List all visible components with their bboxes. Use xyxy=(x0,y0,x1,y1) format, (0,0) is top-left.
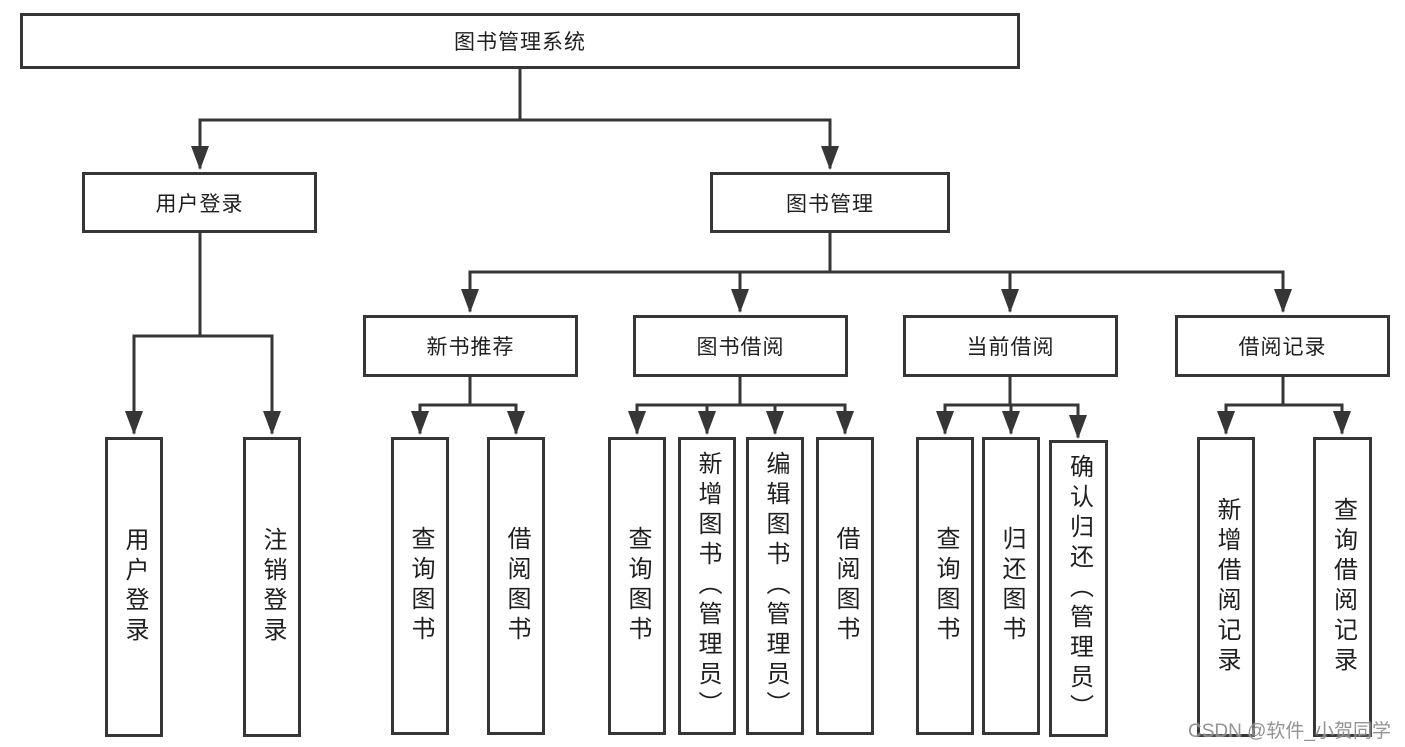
leaf-label: 查询借阅记录 xyxy=(1329,497,1357,677)
leaf-label: 借阅图书 xyxy=(503,526,530,646)
leaf-current-confirm-return-admin: 确认归还（管理员） xyxy=(1049,440,1108,737)
leaf-user-login: 用户登录 xyxy=(105,437,163,737)
leaf-records-add-borrow-record: 新增借阅记录 xyxy=(1197,437,1255,737)
node-new-book-recommendation: 新书推荐 xyxy=(363,315,578,377)
node-book-borrowing: 图书借阅 xyxy=(633,315,848,377)
node-borrowing-records: 借阅记录 xyxy=(1175,315,1390,377)
leaf-label: 新增借阅记录 xyxy=(1213,497,1240,677)
node-library-management-system: 图书管理系统 xyxy=(20,13,1020,69)
node-user-login: 用户登录 xyxy=(82,172,317,233)
leaf-borrow-add-books-admin: 新增图书（管理员） xyxy=(678,437,736,735)
leaf-borrow-edit-books-admin: 编辑图书（管理员） xyxy=(746,437,804,735)
node-label: 新书推荐 xyxy=(426,336,515,359)
leaf-label: 查询图书 xyxy=(932,526,959,646)
leaf-newbooks-query-books: 查询图书 xyxy=(391,437,449,735)
leaf-records-query-borrow-record: 查询借阅记录 xyxy=(1313,437,1372,737)
leaf-current-query-books: 查询图书 xyxy=(916,437,974,735)
leaf-label: 查询图书 xyxy=(624,526,651,646)
node-label: 图书管理 xyxy=(786,192,874,216)
node-label: 图书管理系统 xyxy=(454,31,586,54)
leaf-label: 新增图书（管理员） xyxy=(694,451,721,721)
leaf-borrow-query-books: 查询图书 xyxy=(608,437,666,735)
leaf-current-return-books: 归还图书 xyxy=(982,437,1040,735)
leaf-borrow-borrow-books: 借阅图书 xyxy=(816,437,874,735)
leaf-label: 查询图书 xyxy=(407,526,434,646)
node-label: 当前借阅 xyxy=(966,336,1055,359)
leaf-label: 确认归还（管理员） xyxy=(1065,453,1093,724)
node-label: 用户登录 xyxy=(155,192,244,216)
leaf-newbooks-borrow-books: 借阅图书 xyxy=(487,437,545,735)
node-book-management: 图书管理 xyxy=(710,172,950,233)
csdn-watermark: CSDN @软件_小贺同学 xyxy=(1188,721,1391,742)
leaf-label: 归还图书 xyxy=(998,526,1025,646)
leaf-label: 编辑图书（管理员） xyxy=(762,451,789,721)
node-current-borrowing: 当前借阅 xyxy=(903,315,1118,377)
leaf-label: 注销登录 xyxy=(259,527,286,647)
leaf-logout: 注销登录 xyxy=(243,437,301,737)
node-label: 图书借阅 xyxy=(696,336,785,359)
leaf-label: 借阅图书 xyxy=(832,526,859,646)
leaf-label: 用户登录 xyxy=(121,527,148,647)
node-label: 借阅记录 xyxy=(1238,336,1327,359)
